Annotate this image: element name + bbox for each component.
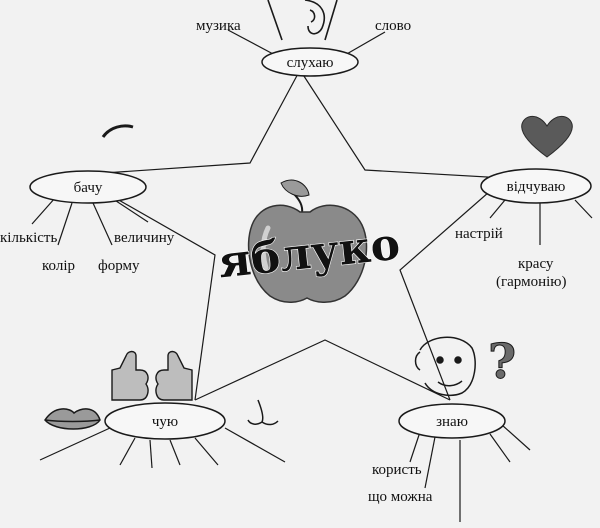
ear-icon xyxy=(267,0,338,41)
face-icon xyxy=(414,336,476,396)
node-hear-label: слухаю xyxy=(287,55,334,71)
node-know: знаю xyxy=(398,403,531,522)
center-label: яблуко xyxy=(216,219,403,289)
lips-icon xyxy=(44,408,101,430)
heart-icon xyxy=(521,115,573,158)
see-sub-quantity: кількість xyxy=(0,230,58,246)
eye-icon xyxy=(101,124,134,138)
see-sub-color: колір xyxy=(42,258,75,274)
node-see-label: бачу xyxy=(74,180,103,196)
node-know-label: знаю xyxy=(436,414,468,430)
see-sub-size: величину xyxy=(114,230,175,246)
hand-icon xyxy=(111,350,193,401)
see-sub-shape: форму xyxy=(98,258,140,274)
nose-icon xyxy=(247,399,279,426)
hear-sub-music: музика xyxy=(196,18,241,34)
node-feel: відчуваю xyxy=(480,168,593,245)
node-taste: чую xyxy=(39,402,286,469)
feel-sub-beauty: красу xyxy=(518,256,554,272)
feel-sub-harmony: (гармонію) xyxy=(496,274,567,290)
node-taste-label: чую xyxy=(152,414,178,430)
feel-sub-mood: настрій xyxy=(455,226,503,242)
know-sub-what-can: що можна xyxy=(368,489,433,505)
know-sub-benefit: користь xyxy=(372,462,422,478)
node-see: бачу xyxy=(29,170,149,246)
apple-icon xyxy=(247,179,368,303)
question-mark-icon: ? xyxy=(488,334,516,390)
hear-sub-word: слово xyxy=(375,18,412,34)
node-hear: слухаю xyxy=(227,29,386,77)
node-feel-label: відчуваю xyxy=(507,179,566,195)
